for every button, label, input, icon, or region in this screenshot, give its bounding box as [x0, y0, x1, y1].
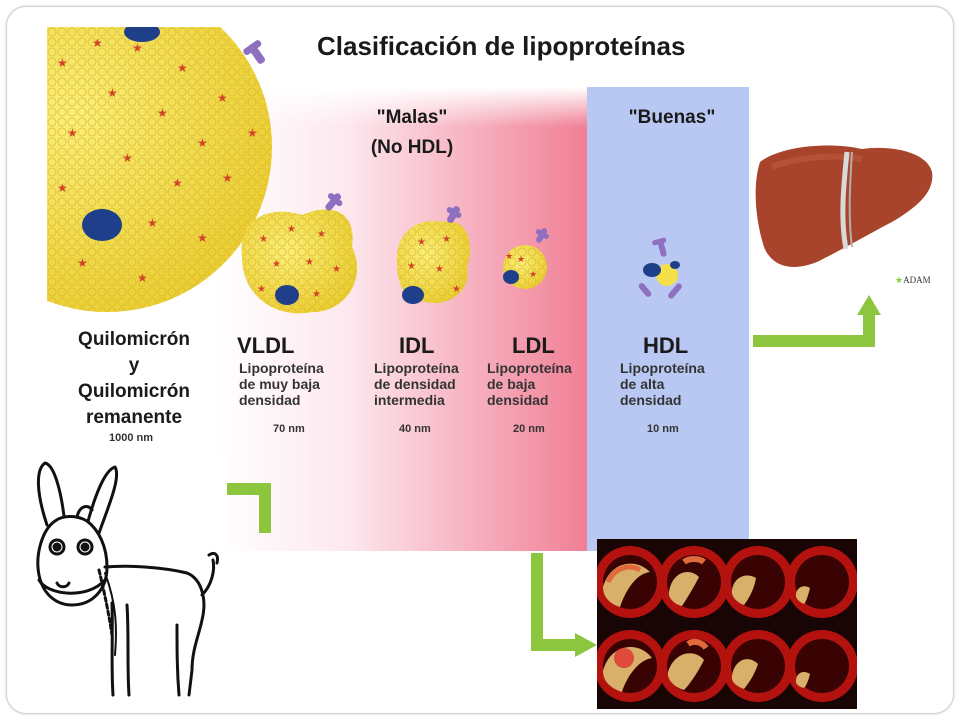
- diagram-title: Clasificación de lipoproteínas: [317, 31, 686, 61]
- svg-text:★: ★: [172, 176, 183, 190]
- svg-text:★: ★: [57, 56, 68, 70]
- hdl-desc-line: de alta: [620, 376, 665, 392]
- hdl-desc-line: densidad: [620, 392, 682, 408]
- svg-text:★: ★: [92, 36, 103, 50]
- idl-desc-line: de densidad: [374, 376, 456, 392]
- bad-group-title: "Malas": [376, 107, 448, 128]
- background-bands: ★ ★ ★ ★ ★ ★ ★ ★ ★ ★ ★ ★ ★ ★ ★ ★ ★ ★ ★ ★ ★: [47, 27, 749, 551]
- idl-name: IDL: [399, 333, 435, 358]
- hdl-name: HDL: [643, 333, 689, 358]
- svg-text:★: ★: [197, 136, 208, 150]
- arrow-to-liver-icon: [753, 295, 881, 347]
- chylomicron-line: remanente: [85, 407, 183, 428]
- ldl-desc-line: de baja: [487, 376, 536, 392]
- ldl-name: LDL: [512, 333, 555, 358]
- vldl-name: VLDL: [237, 333, 295, 358]
- idl-desc-line: Lipoproteína: [374, 360, 459, 376]
- good-band: [587, 87, 749, 551]
- ldl-description: Lipoproteína de baja densidad: [487, 360, 572, 408]
- svg-text:★: ★: [517, 255, 525, 265]
- hdl-description: Lipoproteína de alta densidad: [620, 360, 705, 408]
- svg-text:★: ★: [272, 259, 281, 270]
- lipoprotein-diagram: ★ ★ ★ ★ ★ ★ ★ ★ ★ ★ ★ ★ ★ ★ ★ ★ ★ ★ ★ ★ ★: [47, 27, 749, 551]
- liver-image: [755, 145, 933, 267]
- hdl-particle: [638, 237, 682, 299]
- svg-text:★: ★: [217, 91, 228, 105]
- svg-text:★: ★: [77, 256, 88, 270]
- svg-text:★: ★: [107, 86, 118, 100]
- donkey-cartoon-image: [17, 455, 227, 705]
- svg-text:★: ★: [257, 284, 266, 295]
- svg-text:★: ★: [222, 171, 233, 185]
- svg-text:★: ★: [147, 216, 158, 230]
- vldl-description: Lipoproteína de muy baja densidad: [239, 360, 324, 408]
- idl-desc-line: intermedia: [374, 392, 445, 408]
- ldl-size: 20 nm: [513, 423, 545, 435]
- svg-text:★: ★: [407, 261, 416, 272]
- svg-text:★: ★: [157, 106, 168, 120]
- ldl-desc-line: Lipoproteína: [487, 360, 572, 376]
- chylomicron-particle: ★ ★ ★ ★ ★ ★ ★ ★ ★ ★ ★ ★ ★ ★ ★ ★ ★ ★: [47, 27, 272, 312]
- hdl-desc-line: Lipoproteína: [620, 360, 705, 376]
- chylomicron-size: 1000 nm: [109, 432, 154, 444]
- vldl-desc-line: de muy baja: [239, 376, 320, 392]
- artery-plaque-image: [597, 539, 857, 709]
- svg-text:★: ★: [132, 41, 143, 55]
- hdl-size: 10 nm: [647, 423, 679, 435]
- svg-text:★: ★: [67, 126, 78, 140]
- svg-text:★: ★: [317, 229, 326, 240]
- vldl-size: 70 nm: [273, 423, 305, 435]
- idl-particle: ★ ★ ★ ★ ★: [396, 206, 470, 304]
- chylomicron-line: Quilomicrón: [78, 329, 190, 350]
- ldl-desc-line: densidad: [487, 392, 549, 408]
- chylomicron-label: Quilomicrón y Quilomicrón remanente: [59, 327, 209, 431]
- adam-credit-text: ADAM: [903, 275, 931, 285]
- svg-text:★: ★: [505, 252, 513, 262]
- idl-description: Lipoproteína de densidad intermedia: [374, 360, 459, 408]
- bad-group-subtitle: (No HDL): [370, 137, 454, 158]
- svg-text:★: ★: [137, 271, 148, 285]
- svg-text:★: ★: [332, 264, 341, 275]
- svg-text:★: ★: [312, 289, 321, 300]
- svg-text:★: ★: [122, 151, 133, 165]
- adam-star-icon: ★: [895, 275, 904, 285]
- svg-text:★: ★: [435, 264, 444, 275]
- chylomicron-line: Quilomicrón: [78, 381, 190, 402]
- svg-text:★: ★: [442, 234, 451, 245]
- svg-text:★: ★: [247, 126, 258, 140]
- vldl-desc-line: Lipoproteína: [239, 360, 324, 376]
- svg-text:★: ★: [305, 257, 314, 268]
- svg-text:★: ★: [529, 270, 537, 280]
- vldl-desc-line: densidad: [239, 392, 301, 408]
- svg-text:★: ★: [177, 61, 188, 75]
- svg-text:★: ★: [57, 181, 68, 195]
- adam-credit: ★ADAM: [895, 275, 931, 286]
- svg-text:★: ★: [197, 231, 208, 245]
- svg-text:★: ★: [259, 234, 268, 245]
- svg-text:★: ★: [417, 237, 426, 248]
- arrow-to-arteries-icon: [531, 553, 597, 657]
- idl-size: 40 nm: [399, 423, 431, 435]
- svg-text:★: ★: [452, 284, 461, 295]
- slide: ★ ★ ★ ★ ★ ★ ★ ★ ★ ★ ★ ★ ★ ★ ★ ★ ★ ★ ★ ★ ★: [6, 6, 954, 714]
- ldl-particle: ★ ★ ★: [503, 228, 549, 289]
- svg-text:★: ★: [287, 224, 296, 235]
- vldl-particle: ★ ★ ★ ★ ★ ★ ★ ★: [241, 193, 358, 314]
- chylomicron-line: y: [128, 355, 140, 376]
- good-group-title: "Buenas": [628, 107, 716, 128]
- bad-band: [217, 87, 587, 551]
